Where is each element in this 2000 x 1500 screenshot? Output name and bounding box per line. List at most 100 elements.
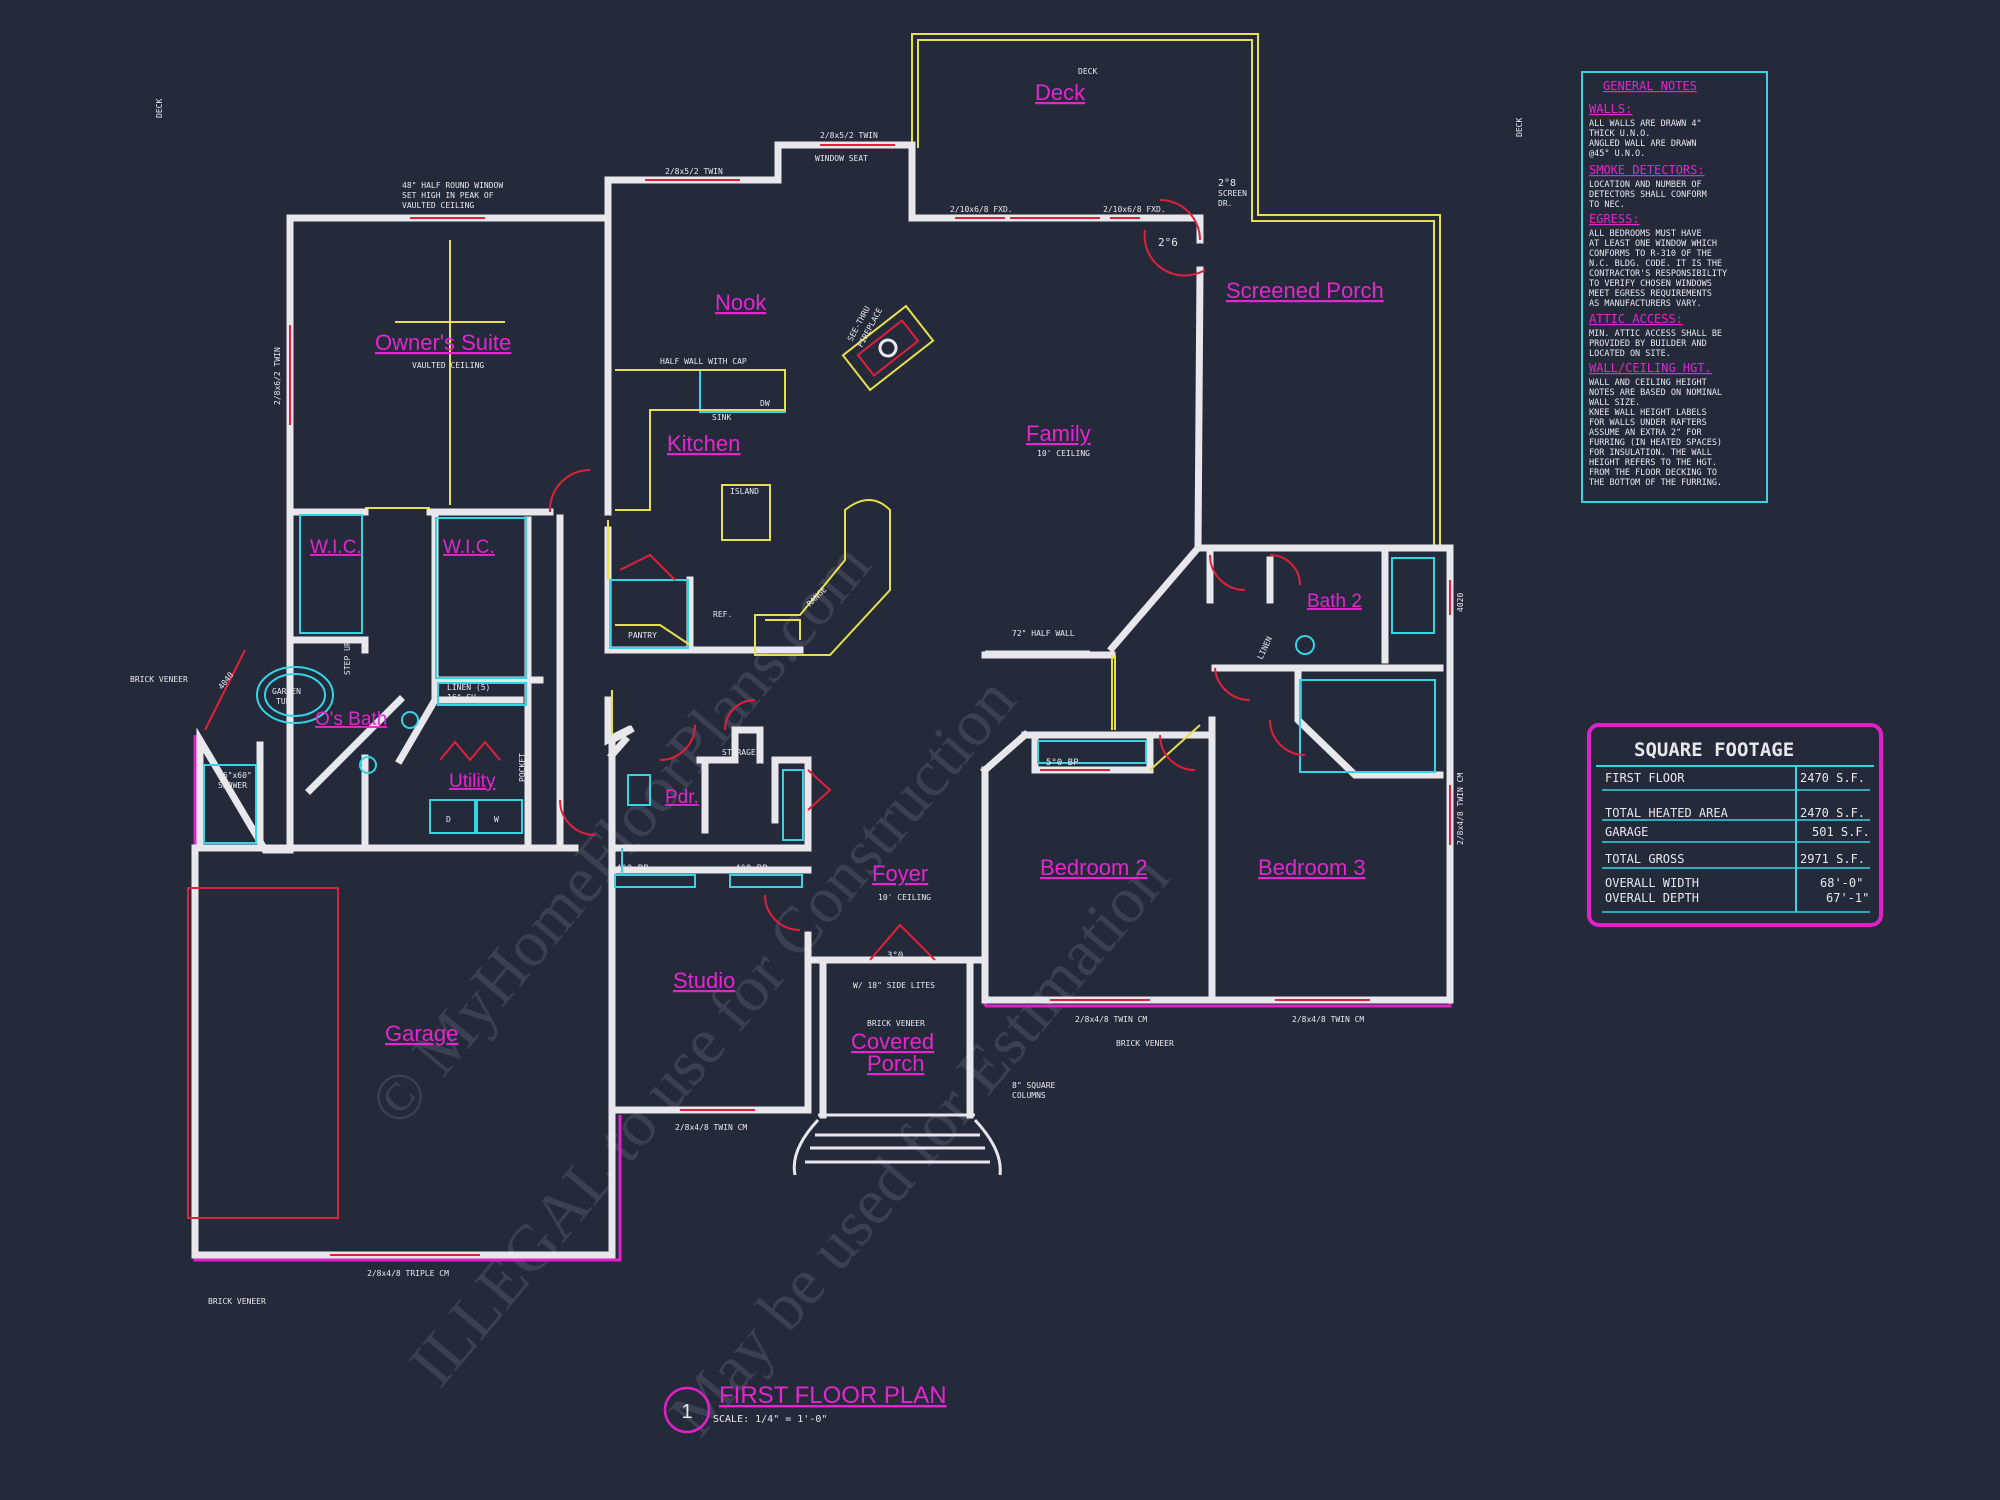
note-win-nook-1: 2/8x5/2 TWIN <box>665 167 723 176</box>
gn-wall-7: FURRING (IN HEATED SPACES) <box>1589 438 1722 448</box>
note-twin-cm-studio: 2/8x4/8 TWIN CM <box>675 1123 747 1132</box>
sqft-label-1: TOTAL HEATED AREA <box>1605 806 1729 820</box>
gn-egress-1: ALL BEDROOMS MUST HAVE <box>1589 229 1702 239</box>
room-label-studio: Studio <box>673 968 735 993</box>
note-bp-2: 4°0 BP <box>735 864 768 874</box>
note-linen-b: LINEN <box>1256 635 1274 661</box>
note-win-nook-2: 2/8x5/2 TWIN <box>820 131 878 140</box>
room-label-owners-suite: Owner's Suite <box>375 330 511 355</box>
note-deck-right: DECK <box>1515 118 1524 137</box>
gn-attic-heading: ATTIC ACCESS: <box>1589 312 1683 326</box>
gn-walls-3: ANGLED WALL ARE DRAWN <box>1589 139 1696 149</box>
annotations: DECK DECK DECK 48" HALF ROUND WINDOW SET… <box>130 67 1524 1306</box>
room-label-kitchen: Kitchen <box>667 431 740 456</box>
room-label-bath-2: Bath 2 <box>1307 591 1362 612</box>
note-ceiling-family: 10' CEILING <box>1037 449 1090 458</box>
note-dryer: D <box>446 815 451 824</box>
decks <box>911 33 1441 548</box>
room-label-bedroom-2: Bedroom 2 <box>1040 855 1148 880</box>
gn-egress-2: AT LEAST ONE WINDOW WHICH <box>1589 239 1717 249</box>
gn-smoke-1: LOCATION AND NUMBER OF <box>1589 180 1702 190</box>
note-linen: LINEN (5) <box>447 683 490 692</box>
note-brick-veneer-1: BRICK VENEER <box>130 675 188 684</box>
fireplace <box>841 304 935 392</box>
note-ceiling-foyer: 10' CEILING <box>878 893 931 902</box>
note-deck-left: DECK <box>155 99 164 118</box>
gn-wall-6: ASSUME AN EXTRA 2" FOR <box>1589 428 1702 438</box>
door-swings <box>439 199 1306 961</box>
gn-wall-2: NOTES ARE BASED ON NOMINAL <box>1589 388 1722 398</box>
gn-attic-1: MIN. ATTIC ACCESS SHALL BE <box>1589 329 1722 339</box>
note-pantry: PANTRY <box>628 631 657 640</box>
gn-walls-2: THICK U.N.O. <box>1589 129 1650 139</box>
note-screen-door-1: 2°8 <box>1218 178 1236 189</box>
front-steps <box>792 1118 1002 1176</box>
sqft-value-2: 501 S.F. <box>1812 825 1870 839</box>
room-label-foyer: Foyer <box>872 861 928 886</box>
note-bp-3: 5°0 BP <box>1046 758 1079 768</box>
plan-scale: SCALE: 1/4" = 1'-0" <box>713 1414 827 1425</box>
gn-egress-5: CONTRACTOR'S RESPONSIBILITY <box>1589 269 1727 279</box>
note-win-4020: 4020 <box>1456 593 1465 612</box>
gn-wall-heading: WALL/CEILING HGT. <box>1589 361 1712 375</box>
note-island: ISLAND <box>730 487 759 496</box>
note-fxd-1: 2/10x6/8 FXD. <box>950 205 1013 214</box>
gn-egress-8: AS MANUFACTURERS VARY. <box>1589 299 1702 309</box>
note-brick-veneer-2: BRICK VENEER <box>208 1297 266 1306</box>
note-twin-cm-side: 2/8x4/8 TWIN CM <box>1456 773 1465 845</box>
gn-wall-5: FOR WALLS UNDER RAFTERS <box>1589 418 1707 428</box>
gn-attic-2: PROVIDED BY BUILDER AND <box>1589 339 1707 349</box>
gn-wall-8: FOR INSULATION. THE WALL <box>1589 448 1712 458</box>
gn-wall-10: FROM THE FLOOR DECKING TO <box>1589 468 1717 478</box>
room-label-covered-1: Covered <box>851 1029 934 1054</box>
note-square-columns-1: 8" SQUARE <box>1012 1081 1056 1090</box>
note-fxd-2: 2/10x6/8 FXD. <box>1103 205 1166 214</box>
room-label-deck: Deck <box>1035 80 1086 105</box>
sqft-label-3: TOTAL GROSS <box>1605 852 1684 866</box>
gn-wall-1: WALL AND CEILING HEIGHT <box>1589 378 1707 388</box>
note-half-wall-72: 72" HALF WALL <box>1012 629 1075 638</box>
note-storage: STORAGE <box>722 748 756 757</box>
note-garden-tub-2: TUB <box>276 697 291 706</box>
room-label-bedroom-3: Bedroom 3 <box>1258 855 1366 880</box>
sqft-value-1: 2470 S.F. <box>1800 806 1865 820</box>
note-triple-cm: 2/8x4/8 TRIPLE CM <box>367 1269 449 1278</box>
gn-walls-1: ALL WALLS ARE DRAWN 4" <box>1589 119 1702 129</box>
gn-egress-4: N.C. BLDG. CODE. IT IS THE <box>1589 259 1722 269</box>
room-label-covered-2: Porch <box>867 1051 924 1076</box>
note-half-round-1: 48" HALF ROUND WINDOW <box>402 181 503 190</box>
plan-title-block: 1 FIRST FLOOR PLAN SCALE: 1/4" = 1'-0" <box>663 1382 947 1434</box>
note-twin-cm-b3: 2/8x4/8 TWIN CM <box>1292 1015 1364 1024</box>
sqft-label-4: OVERALL WIDTH <box>1605 876 1699 890</box>
room-label-screened-porch: Screened Porch <box>1226 278 1384 303</box>
note-washer: W <box>494 815 499 824</box>
note-linen-2: 16" SH <box>447 693 476 702</box>
note-window-seat: WINDOW SEAT <box>815 154 868 163</box>
room-label-os-bath: O's Bath <box>315 709 387 730</box>
sqft-value-5: 67'-1" <box>1826 891 1869 905</box>
note-win-os-side: 2/8x6/2 TWIN <box>273 347 282 405</box>
square-footage-table: SQUARE FOOTAGE FIRST FLOOR 2470 S.F. TOT… <box>1587 723 1883 927</box>
sqft-value-4: 68'-0" <box>1820 876 1863 890</box>
note-ref: REF. <box>713 610 732 619</box>
note-door-26a: 2°6 <box>1158 236 1178 249</box>
windows <box>187 144 1451 1256</box>
gn-smoke-heading: SMOKE DETECTORS: <box>1589 163 1705 177</box>
plan-number: 1 <box>681 1401 692 1423</box>
note-screen-door-2: SCREEN <box>1218 189 1247 198</box>
note-bp-1: 4°0 BP <box>616 864 649 874</box>
note-half-round-3: VAULTED CEILING <box>402 201 474 210</box>
note-brick-veneer-3: BRICK VENEER <box>867 1019 925 1028</box>
gn-walls-heading: WALLS: <box>1589 102 1632 116</box>
gn-wall-4: KNEE WALL HEIGHT LABELS <box>1589 408 1707 418</box>
room-label-wic-1: W.I.C. <box>310 537 362 558</box>
note-vaulted: VAULTED CEILING <box>412 361 484 370</box>
room-label-pdr: Pdr. <box>665 787 699 808</box>
note-twin-cm-b2: 2/8x4/8 TWIN CM <box>1075 1015 1147 1024</box>
note-square-columns-2: COLUMNS <box>1012 1091 1046 1100</box>
sqft-label-2: GARAGE <box>1605 825 1648 839</box>
room-label-family: Family <box>1026 421 1091 446</box>
note-door-36: 3°0 <box>887 951 903 961</box>
room-label-wic-2: W.I.C. <box>443 537 495 558</box>
